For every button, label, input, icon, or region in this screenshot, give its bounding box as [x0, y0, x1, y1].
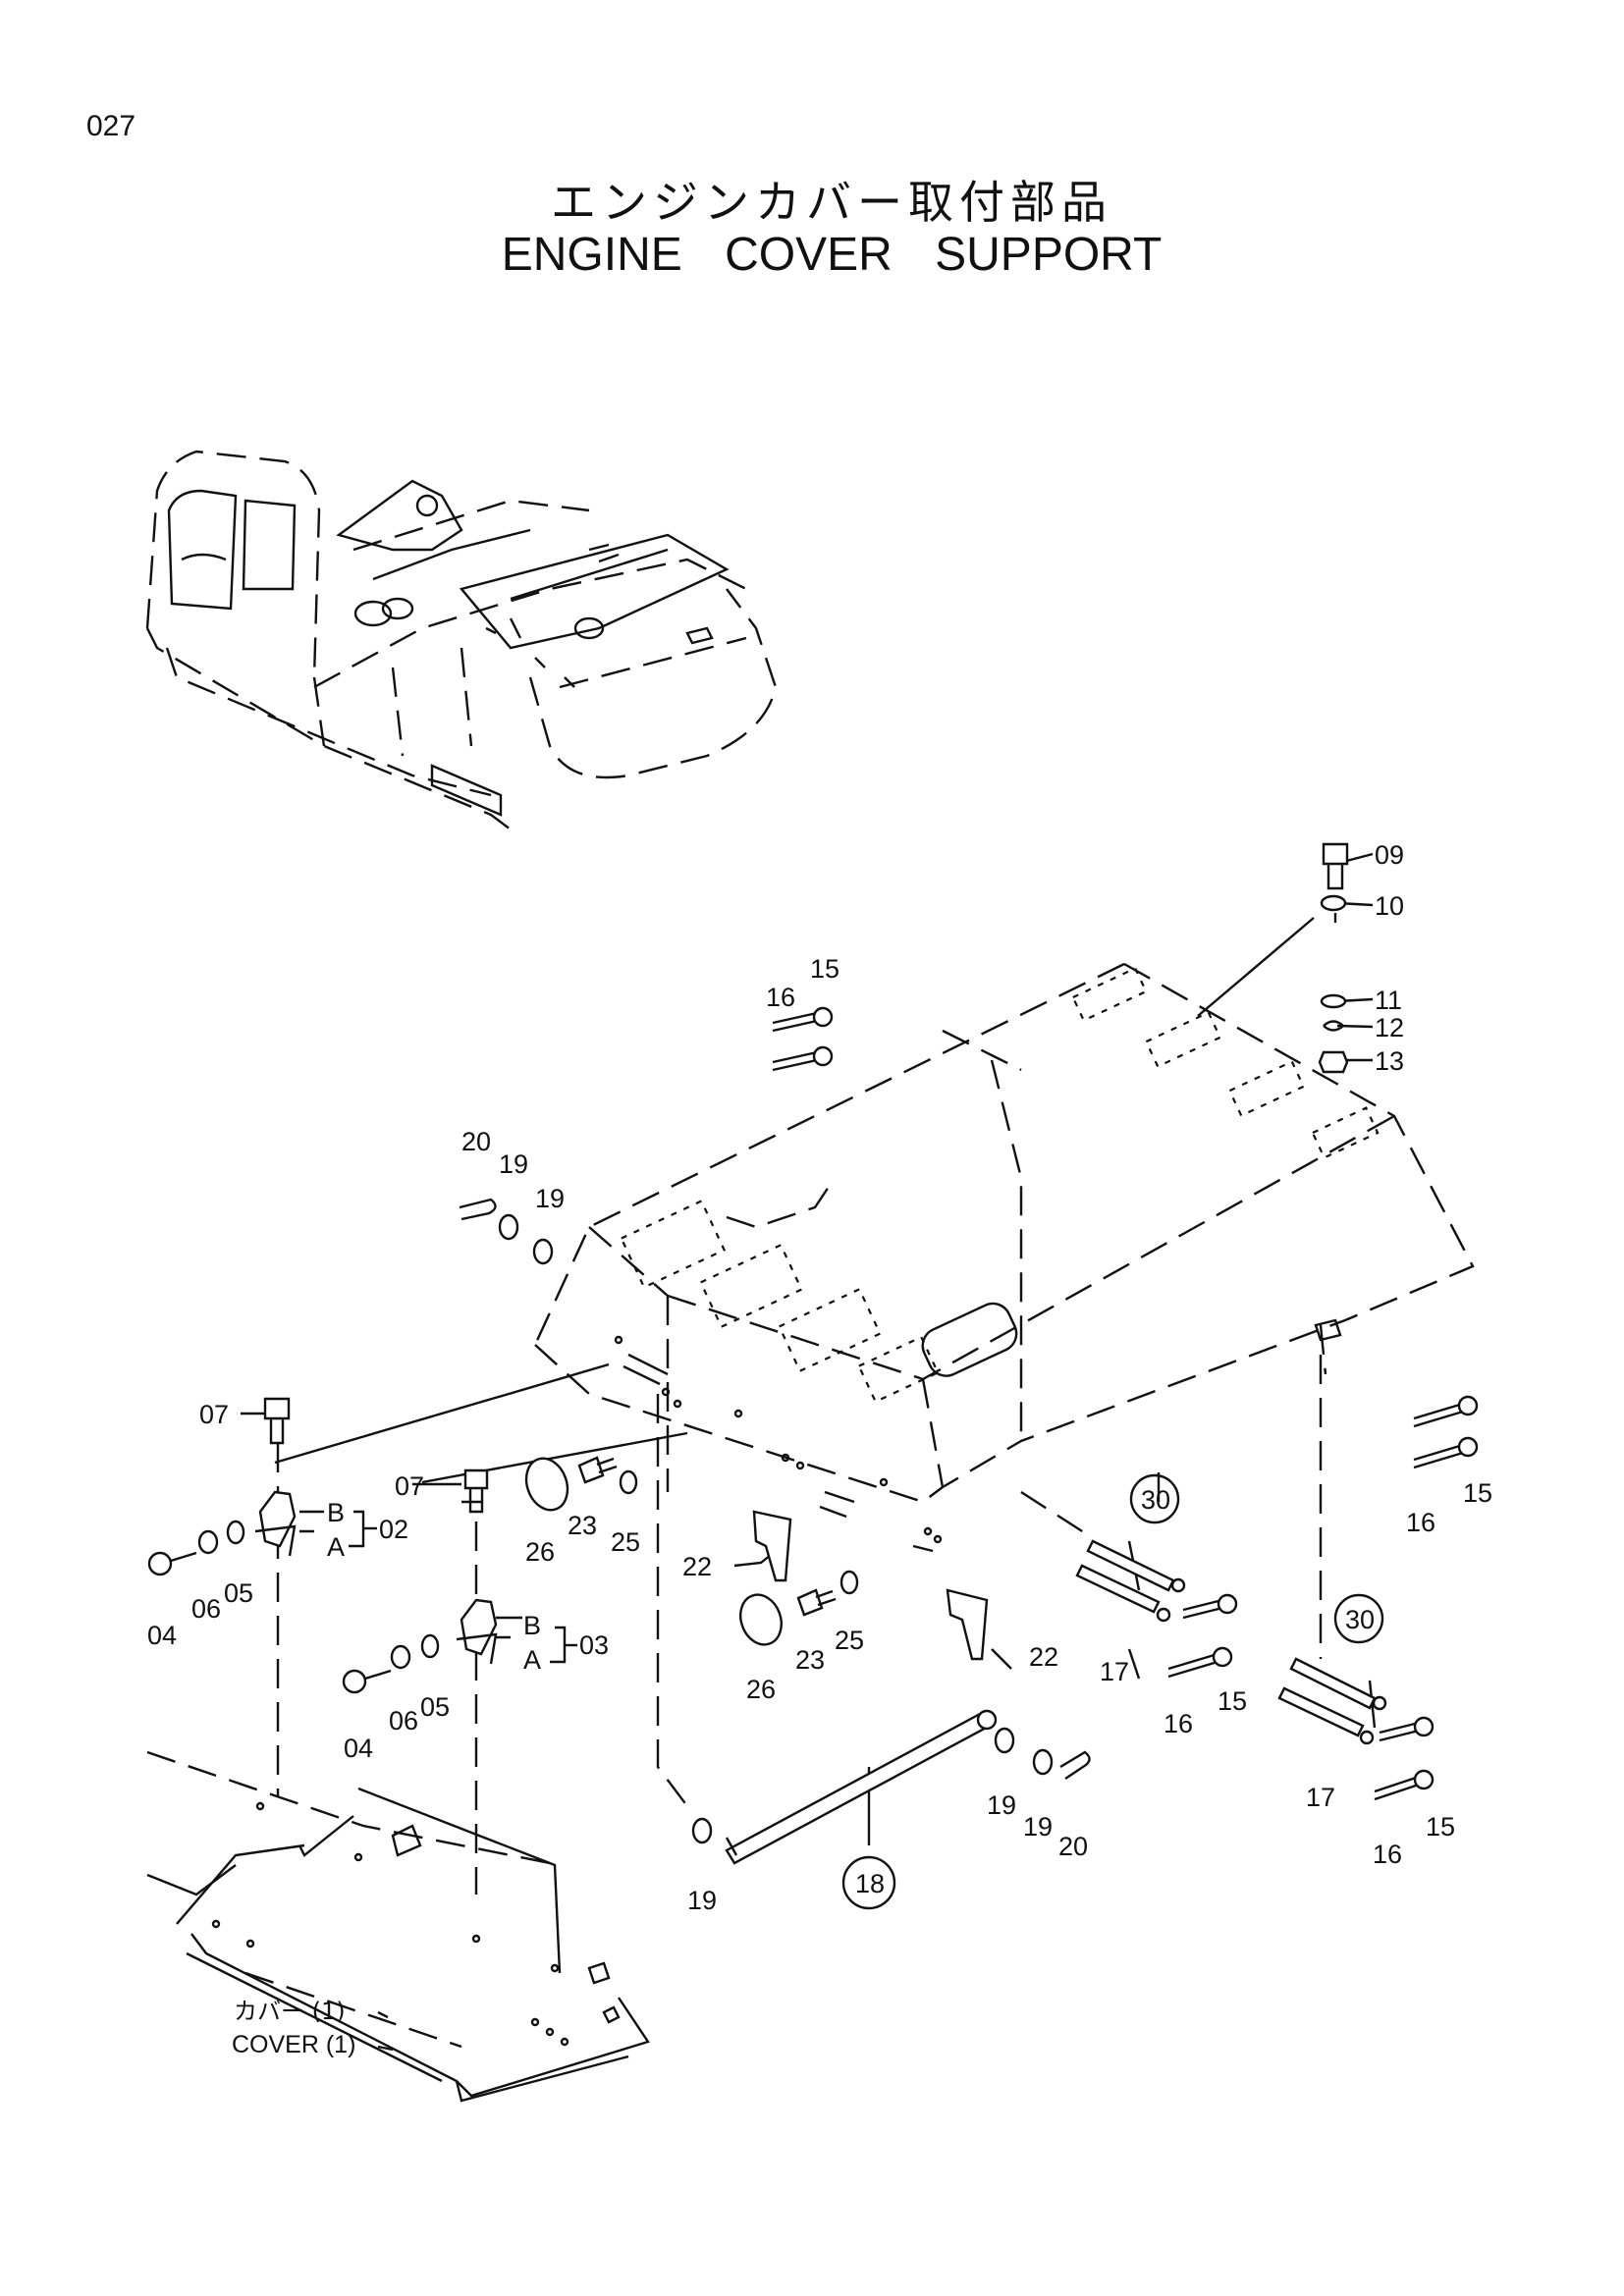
- label-25-lower: 25: [835, 1626, 864, 1655]
- label-26-upper: 26: [525, 1537, 555, 1567]
- label-16-lower: 16: [1373, 1840, 1402, 1869]
- label-13: 13: [1375, 1046, 1404, 1076]
- label-06-mid: 06: [389, 1706, 418, 1735]
- label-25-upper: 25: [611, 1527, 640, 1557]
- label-15-mid: 15: [1218, 1686, 1247, 1716]
- vent-grilles: [620, 966, 1380, 1404]
- label-26-lower: 26: [746, 1675, 776, 1704]
- label-19-rod-right-b: 19: [1023, 1812, 1053, 1842]
- label-30-lower: 30: [1345, 1605, 1375, 1634]
- excavator-overview-illustration: [145, 450, 778, 830]
- label-04-left: 04: [147, 1621, 177, 1650]
- label-B-02: B: [327, 1498, 345, 1527]
- label-A-02: A: [327, 1532, 345, 1562]
- part-number-labels: 09 10 11 12 13 15 16 20 19 19 07 07 B A …: [147, 840, 1492, 2058]
- label-23-lower: 23: [795, 1645, 825, 1675]
- label-17-upper: 17: [1100, 1657, 1129, 1686]
- lower-cover-plate: [146, 1750, 650, 2103]
- label-05-left: 05: [224, 1578, 253, 1608]
- label-11: 11: [1375, 986, 1402, 1015]
- label-19-rod-left: 19: [687, 1886, 717, 1915]
- page-number: 027: [86, 110, 136, 142]
- title-japanese: エンジンカバー取付部品: [551, 176, 1112, 229]
- cover-note-jp: カバー (1): [234, 1998, 346, 2025]
- label-16-top: 16: [766, 983, 795, 1012]
- label-A-03: A: [523, 1645, 541, 1675]
- label-03: 03: [579, 1630, 609, 1660]
- label-04-mid: 04: [344, 1734, 373, 1763]
- label-15-lower: 15: [1426, 1812, 1455, 1842]
- label-09: 09: [1375, 840, 1404, 870]
- label-15-top: 15: [810, 954, 839, 984]
- label-15-right: 15: [1463, 1478, 1492, 1508]
- label-16-right: 16: [1406, 1508, 1435, 1537]
- label-02: 02: [379, 1515, 408, 1544]
- label-07-mid: 07: [395, 1471, 424, 1501]
- label-30-upper: 30: [1141, 1485, 1170, 1515]
- label-05-mid: 05: [420, 1692, 450, 1722]
- label-19-top-b: 19: [535, 1184, 565, 1213]
- label-20-top: 20: [461, 1127, 491, 1156]
- cover-note-en: COVER (1): [232, 2031, 355, 2058]
- label-18: 18: [855, 1869, 885, 1898]
- engine-cover-outline: [533, 962, 1475, 1553]
- label-20-lower: 20: [1058, 1832, 1088, 1861]
- label-17-lower: 17: [1306, 1783, 1335, 1812]
- callout-circles: [841, 1473, 1384, 1910]
- label-19-top-a: 19: [499, 1149, 528, 1179]
- label-22-right: 22: [1029, 1642, 1058, 1672]
- label-07-left: 07: [199, 1400, 229, 1429]
- title-english: ENGINE COVER SUPPORT: [501, 229, 1163, 281]
- label-06-left: 06: [191, 1594, 221, 1624]
- label-10: 10: [1375, 891, 1404, 921]
- label-12: 12: [1375, 1013, 1404, 1042]
- label-16-mid: 16: [1164, 1709, 1193, 1738]
- leader-lines: [241, 852, 1377, 1895]
- hardware-parts: [147, 842, 1479, 1865]
- label-B-03: B: [523, 1611, 541, 1640]
- label-23-upper: 23: [568, 1511, 597, 1540]
- label-19-rod-right-a: 19: [987, 1790, 1016, 1820]
- label-22-left: 22: [682, 1552, 712, 1581]
